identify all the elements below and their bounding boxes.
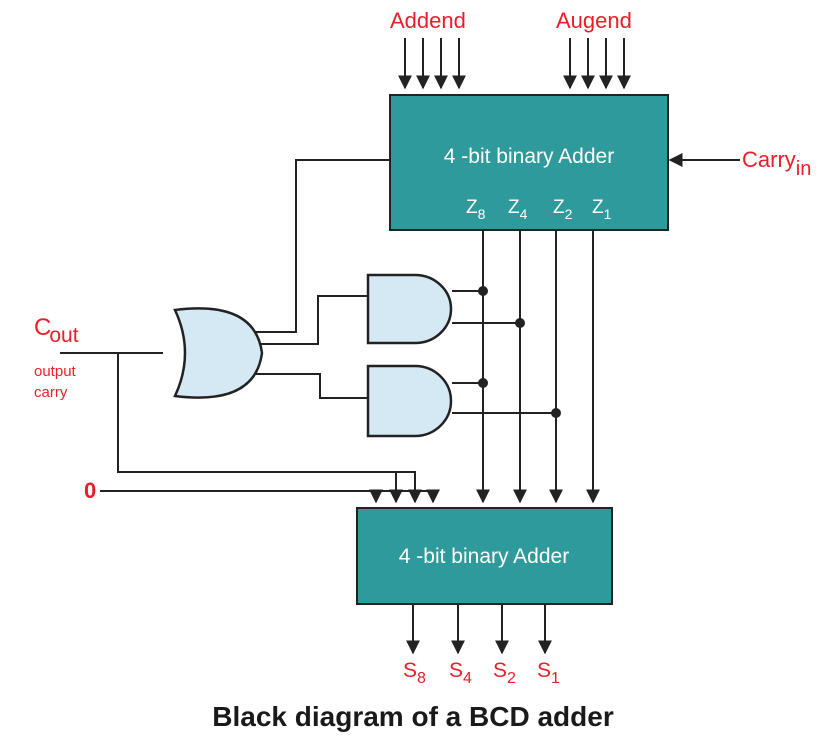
diagram-caption: Black diagram of a BCD adder bbox=[212, 701, 614, 732]
zero-wire-1 bbox=[100, 489, 383, 504]
s2-label: S2 bbox=[493, 659, 516, 687]
output-label: output bbox=[34, 363, 77, 380]
s4-label: S4 bbox=[449, 659, 472, 687]
bottom-adder-label: 4 -bit binary Adder bbox=[399, 545, 569, 568]
s1-label: S1 bbox=[537, 659, 560, 687]
cout-label: Cout bbox=[34, 314, 79, 347]
zero-label: 0 bbox=[84, 478, 96, 503]
and1-output-wire bbox=[243, 295, 368, 345]
sum-output-arrows bbox=[406, 604, 552, 655]
addend-label: Addend bbox=[390, 8, 466, 33]
z2-label: Z2 bbox=[553, 197, 573, 222]
top-adder-block bbox=[389, 94, 669, 231]
z8-label: Z8 bbox=[466, 197, 486, 222]
and-gate-1 bbox=[366, 273, 453, 345]
cout-feedback-wire-2 bbox=[118, 471, 403, 504]
junction-z2-and2 bbox=[551, 408, 561, 418]
zero-wire-2 bbox=[376, 489, 440, 504]
bottom-adder-block bbox=[356, 507, 613, 605]
addend-input-arrows bbox=[398, 38, 466, 90]
or-gate-shape bbox=[173, 307, 264, 399]
carry-in-label: Carryin bbox=[742, 147, 811, 180]
carry-label: carry bbox=[34, 384, 68, 401]
top-adder-label: 4 -bit binary Adder bbox=[444, 145, 614, 168]
z1-label: Z1 bbox=[592, 197, 612, 222]
s8-label: S8 bbox=[403, 659, 426, 687]
junction-z4-and1 bbox=[515, 318, 525, 328]
z4-label: Z4 bbox=[508, 197, 528, 222]
and-gate-2 bbox=[366, 364, 453, 438]
junction-z8-and2 bbox=[478, 378, 488, 388]
and2-output-wire bbox=[243, 373, 368, 399]
top-adder-carry-wire bbox=[243, 159, 390, 333]
junction-z8-and1 bbox=[478, 286, 488, 296]
augend-label: Augend bbox=[556, 8, 632, 33]
augend-input-arrows bbox=[563, 38, 631, 90]
